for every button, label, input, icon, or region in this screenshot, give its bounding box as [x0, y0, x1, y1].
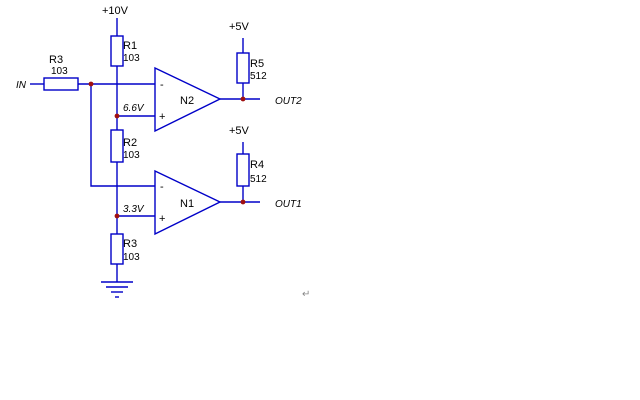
- ref-3v3-label: 3.3V: [123, 204, 145, 215]
- r1-name: R1: [123, 40, 137, 52]
- resistor-r5: [236, 52, 250, 84]
- out2-label: OUT2: [275, 96, 302, 107]
- r1-value: 103: [123, 53, 140, 64]
- r-in-value: 103: [51, 66, 68, 77]
- opamp-n2: [154, 66, 222, 133]
- resistor-r1: [110, 35, 124, 67]
- resistor-r3: [110, 233, 124, 265]
- supply-10v-label: +10V: [102, 5, 129, 17]
- junction-dots: [88, 81, 246, 219]
- opamp-n1: [154, 169, 222, 236]
- opamp-n1-label: N1: [180, 198, 194, 210]
- resistor-r2: [110, 129, 124, 163]
- opamp-n2-label: N2: [180, 95, 194, 107]
- r4-value: 512: [250, 174, 267, 185]
- input-label: IN: [16, 80, 27, 91]
- supply-5v-top-label: +5V: [229, 21, 250, 33]
- opamp-n1-minus: -: [160, 181, 164, 193]
- opamp-n2-plus: +: [159, 111, 165, 123]
- r5-value: 512: [250, 71, 267, 82]
- ref-6v6-label: 6.6V: [123, 103, 145, 114]
- r4-name: R4: [250, 159, 264, 171]
- supply-5v-bottom-label: +5V: [229, 125, 250, 137]
- r2-value: 103: [123, 150, 140, 161]
- opamp-n2-minus: -: [160, 79, 164, 91]
- return-mark: ↵: [302, 289, 310, 300]
- r2-name: R2: [123, 137, 137, 149]
- resistor-r4: [236, 153, 250, 187]
- r5-name: R5: [250, 58, 264, 70]
- r3-name: R3: [123, 238, 137, 250]
- wires: [30, 18, 260, 282]
- r3-value: 103: [123, 252, 140, 263]
- r-in-name: R3: [49, 54, 63, 66]
- out1-label: OUT1: [275, 199, 302, 210]
- opamp-n1-plus: +: [159, 213, 165, 225]
- resistor-r-in: [43, 77, 79, 91]
- ground-symbol: [101, 281, 133, 298]
